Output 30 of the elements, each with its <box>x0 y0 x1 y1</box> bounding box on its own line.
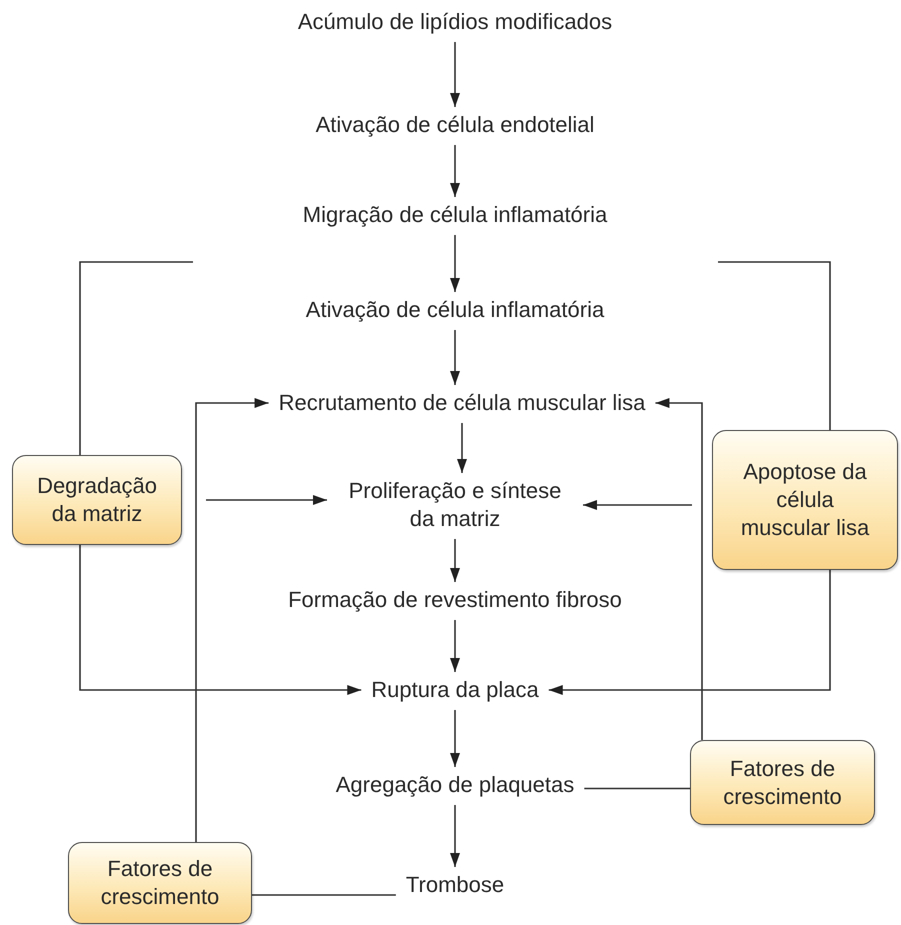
arrow <box>206 495 327 505</box>
arrow <box>450 710 460 767</box>
connector-line <box>252 894 396 896</box>
step-text: Recrutamento de célula muscular lisa <box>276 389 648 417</box>
arrow <box>79 261 362 695</box>
arrow <box>450 330 460 385</box>
arrow <box>457 423 467 473</box>
step-text: Agregação de plaquetas <box>334 771 576 799</box>
arrow <box>450 620 460 672</box>
step-text: Ruptura da placa <box>369 676 541 704</box>
process-box: Fatores de crescimento <box>68 842 252 924</box>
process-box: Fatores de crescimento <box>690 740 875 825</box>
step-text: Acúmulo de lipídios modificados <box>296 8 614 36</box>
arrow <box>450 539 460 582</box>
step-text: Proliferação e síntese da matriz <box>335 477 575 533</box>
arrow <box>450 235 460 292</box>
arrow <box>195 398 269 842</box>
arrow <box>655 398 703 740</box>
step-text: Ativação de célula inflamatória <box>304 296 606 324</box>
arrow <box>450 145 460 197</box>
process-box: Degradação da matriz <box>12 455 182 545</box>
step-text: Migração de célula inflamatória <box>300 201 610 229</box>
step-text: Formação de revestimento fibroso <box>286 586 624 614</box>
arrow <box>583 500 692 510</box>
step-text: Ativação de célula endotelial <box>314 111 596 139</box>
step-text: Trombose <box>404 871 506 899</box>
arrow <box>450 805 460 867</box>
connector-line <box>584 788 690 790</box>
process-box: Apoptose da célula muscular lisa <box>712 430 898 570</box>
arrow <box>450 42 460 107</box>
